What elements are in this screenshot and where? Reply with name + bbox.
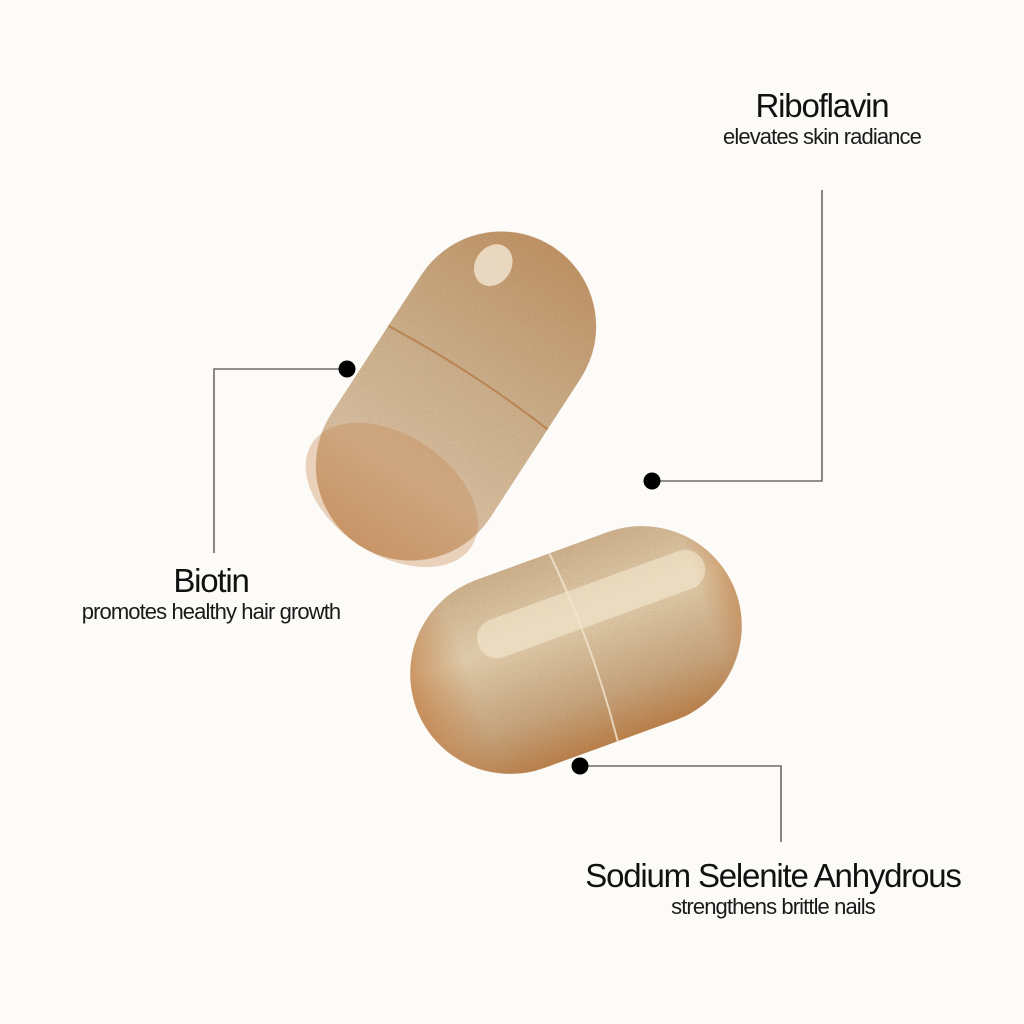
ingredient-name: Riboflavin bbox=[755, 87, 890, 124]
callout-line-riboflavin bbox=[643, 190, 823, 490]
ingredient-name: Biotin bbox=[173, 562, 250, 599]
ingredient-benefit: promotes healthy hair growth bbox=[81, 599, 341, 624]
dot-marker-icon bbox=[571, 757, 589, 775]
callout-sodium-selenite: Sodium Selenite Anhydrous strengthens br… bbox=[540, 858, 1006, 920]
capsule-icon bbox=[305, 231, 597, 568]
callout-line-biotin bbox=[213, 360, 356, 553]
dot-marker-icon bbox=[338, 360, 356, 378]
ingredient-name: Sodium Selenite Anhydrous bbox=[585, 857, 962, 894]
capsule-icon bbox=[410, 526, 742, 774]
ingredient-benefit: strengthens brittle nails bbox=[671, 894, 876, 919]
ingredient-benefit: elevates skin radiance bbox=[723, 124, 922, 149]
callout-biotin: Biotin promotes healthy hair growth bbox=[30, 563, 392, 625]
callout-line-selenite bbox=[571, 757, 782, 842]
dot-marker-icon bbox=[643, 472, 661, 490]
callout-riboflavin: Riboflavin elevates skin radiance bbox=[672, 88, 972, 150]
